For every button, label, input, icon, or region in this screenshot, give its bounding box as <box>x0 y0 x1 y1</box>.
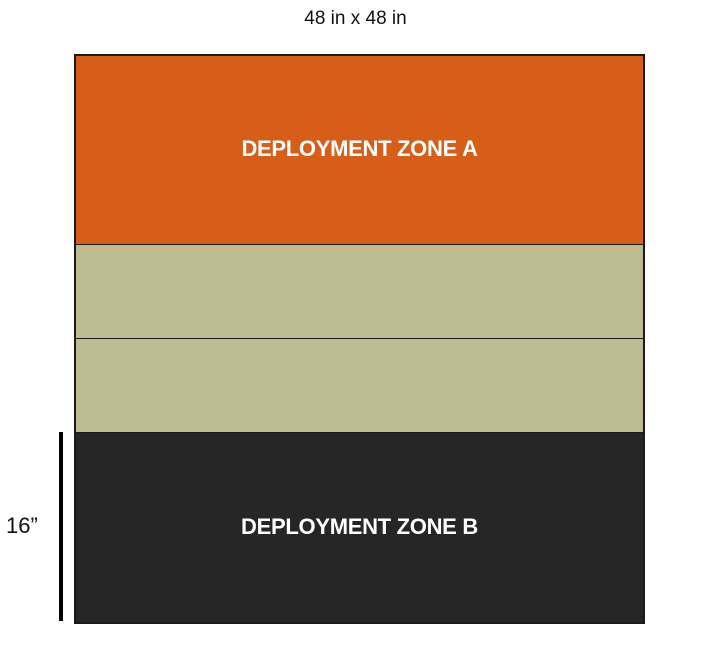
deployment-zone-a: DEPLOYMENT ZONE A <box>76 56 643 245</box>
game-board: DEPLOYMENT ZONE A DEPLOYMENT ZONE B <box>74 54 645 624</box>
board-size-title: 48 in x 48 in <box>304 8 407 29</box>
deployment-zone-a-label: DEPLOYMENT ZONE A <box>241 136 478 161</box>
deployment-zone-b: DEPLOYMENT ZONE B <box>76 433 643 622</box>
neutral-zone-lower <box>76 339 643 433</box>
depth-measure-label: 16” <box>6 513 38 538</box>
neutral-zone-upper <box>76 245 643 339</box>
depth-measure-bar <box>59 432 63 621</box>
deployment-zone-b-label: DEPLOYMENT ZONE B <box>241 513 478 539</box>
